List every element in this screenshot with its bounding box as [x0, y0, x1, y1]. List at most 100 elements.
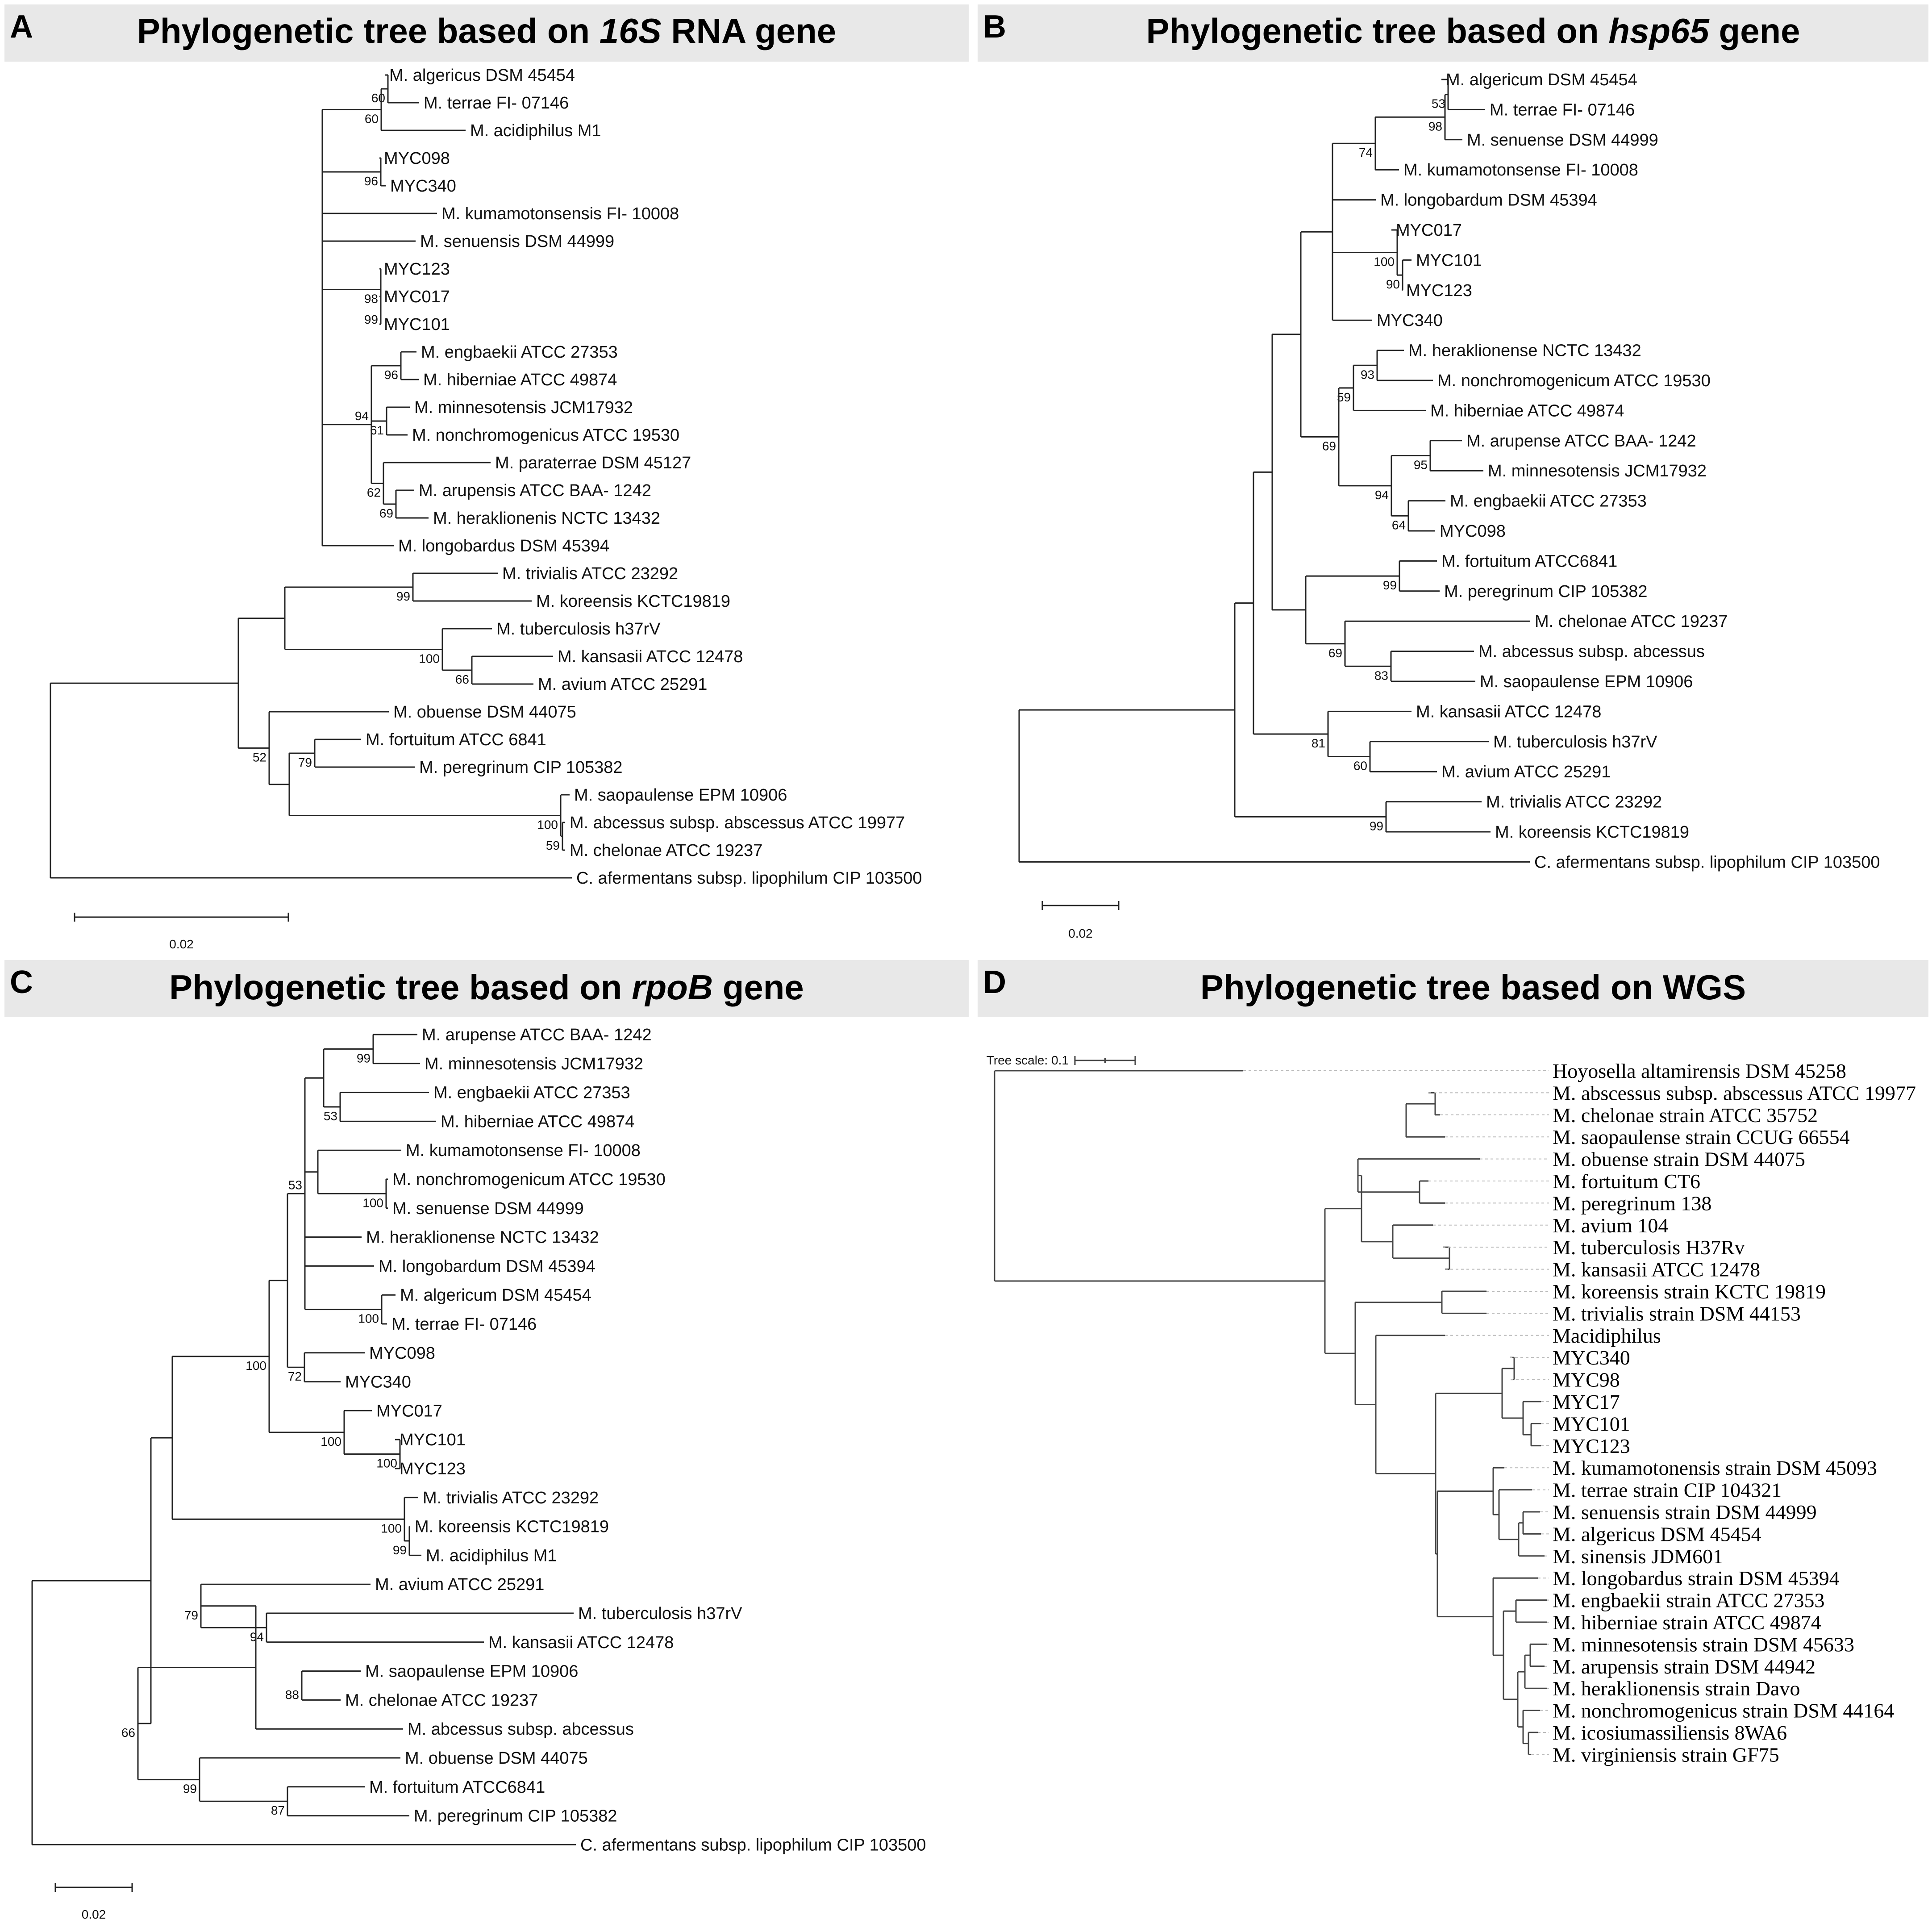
leaf-label: M. avium 104	[1553, 1214, 1668, 1237]
leaf-label: M. saopaulense EPM 10906	[574, 786, 787, 805]
panel-title-part: Phylogenetic tree based on	[137, 11, 600, 50]
bootstrap-value: 99	[393, 1543, 407, 1557]
bootstrap-value: 66	[455, 672, 469, 686]
bootstrap-value: 93	[1361, 367, 1374, 381]
leaf-label: M. peregrinum 138	[1553, 1192, 1711, 1214]
panel-title-part: Phylogenetic tree based on WGS	[1200, 968, 1746, 1007]
leaf-label: M. peregrinum CIP 105382	[414, 1807, 617, 1826]
leaf-label: M. engbaekii ATCC 27353	[1450, 492, 1647, 511]
leaf-label: M. kumamotonensis strain DSM 45093	[1553, 1456, 1877, 1479]
leaf-label: M. chelonae ATCC 19237	[345, 1691, 538, 1710]
leaf-label: M. trivialis ATCC 23292	[423, 1489, 599, 1507]
bootstrap-value: 94	[1375, 488, 1389, 502]
leaf-label: M. terrae FI- 07146	[424, 94, 569, 113]
leaf-label: MYC123	[400, 1460, 466, 1478]
leaf-label: M. algericus DSM 45454	[1553, 1523, 1761, 1545]
panel-title: Phylogenetic tree based on WGS	[1200, 968, 1746, 1007]
bootstrap-value: 79	[298, 755, 312, 769]
bootstrap-value: 99	[357, 1051, 371, 1065]
leaf-label: M. nonchromogenicum ATCC 19530	[392, 1170, 666, 1189]
leaf-label: M. nonchromogenicus ATCC 19530	[412, 426, 679, 445]
leaf-label: M. senuense DSM 44999	[1467, 131, 1658, 150]
leaf-label: MYC123	[1553, 1435, 1630, 1457]
leaf-label: M. abcessus subsp. abcessus	[1478, 643, 1705, 661]
leaf-label: M. sinensis JDM601	[1553, 1545, 1723, 1568]
bootstrap-value: 100	[321, 1435, 341, 1448]
leaf-label: M. chelonae ATCC 19237	[1535, 612, 1728, 631]
bootstrap-value: 81	[1312, 736, 1325, 750]
leaf-label: M. chelonae strain ATCC 35752	[1553, 1104, 1818, 1127]
leaf-label: MYC340	[390, 177, 456, 196]
leaf-label: M. obuense DSM 44075	[405, 1749, 588, 1768]
bootstrap-value: 99	[364, 313, 378, 326]
leaf-label: M. peregrinum CIP 105382	[1444, 582, 1648, 601]
bootstrap-value: 64	[1392, 518, 1406, 532]
leaf-label: M. kansasii ATCC 12478	[488, 1633, 674, 1652]
bootstrap-value: 99	[396, 589, 410, 603]
leaf-label: M. longobardum DSM 45394	[379, 1257, 595, 1276]
leaf-label: M. tuberculosis h37rV	[1493, 733, 1657, 751]
leaf-label: C. afermentans subsp. lipophilum CIP 103…	[576, 869, 922, 888]
leaf-label: M. trivialis ATCC 23292	[502, 564, 678, 583]
leaf-label: M. icosiumassiliensis 8WA6	[1553, 1721, 1787, 1744]
leaf-label: M. kumamotonsense FI- 10008	[406, 1141, 641, 1160]
leaf-label: M. senuensis DSM 44999	[420, 232, 614, 251]
leaf-label: M. koreensis KCTC19819	[1495, 823, 1689, 842]
panel-title: Phylogenetic tree based on hsp65 gene	[1146, 11, 1800, 50]
leaf-label: M. longobardum DSM 45394	[1380, 191, 1597, 210]
leaf-label: M. nonchromogenicum ATCC 19530	[1437, 371, 1711, 390]
panel-letter: A	[10, 9, 33, 45]
leaf-label: M. avium ATCC 25291	[375, 1575, 544, 1594]
leaf-label: M. abscessus subsp. abscessus ATCC 19977	[1553, 1081, 1916, 1104]
leaf-label: M. heraklionense NCTC 13432	[366, 1228, 599, 1247]
scale-label: Tree scale: 0.1	[987, 1053, 1069, 1067]
leaf-label: M. hiberniae strain ATCC 49874	[1553, 1611, 1821, 1634]
panel-title-bar	[978, 960, 1928, 1017]
leaf-label: M. heraklionenis NCTC 13432	[433, 509, 660, 528]
leaf-label: M. peregrinum CIP 105382	[419, 758, 623, 777]
scale-label: 0.02	[82, 1907, 106, 1921]
bootstrap-value: 100	[358, 1312, 379, 1326]
leaf-label: M. fortuitum ATCC 6841	[366, 730, 546, 749]
panel-title-part: Phylogenetic tree based on	[169, 968, 632, 1007]
leaf-label: M. senuense DSM 44999	[392, 1199, 584, 1218]
leaf-label: M. koreensis strain KCTC 19819	[1553, 1280, 1826, 1303]
leaf-label: M. arupensis ATCC BAA- 1242	[419, 481, 651, 500]
bootstrap-value: 100	[1374, 255, 1395, 269]
bootstrap-value: 90	[1386, 277, 1400, 291]
leaf-label: M. heraklionensis strain Davo	[1553, 1677, 1800, 1700]
leaf-label: M. kansasii ATCC 12478	[1416, 702, 1601, 721]
scale-label: 0.02	[169, 937, 194, 951]
panel-letter: D	[983, 964, 1006, 1000]
leaf-label: M. koreensis KCTC19819	[415, 1518, 609, 1536]
bootstrap-value: 53	[324, 1109, 337, 1123]
leaf-label: M. algericum DSM 45454	[1446, 71, 1637, 89]
leaf-label: MYC098	[1440, 522, 1506, 541]
panel-title-part: rpoB	[632, 968, 713, 1007]
bootstrap-value: 59	[546, 839, 560, 852]
panel-title-bar	[4, 4, 969, 62]
bootstrap-value: 99	[1370, 819, 1383, 833]
leaf-label: M. terrae FI- 07146	[391, 1315, 537, 1334]
leaf-label: M. longobardus strain DSM 45394	[1553, 1567, 1840, 1590]
leaf-label: M. obuense DSM 44075	[393, 703, 576, 722]
leaf-label: M. avium ATCC 25291	[1441, 763, 1611, 781]
leaf-label: M. tuberculosis H37Rv	[1553, 1236, 1745, 1259]
bootstrap-value: 72	[288, 1369, 302, 1383]
leaf-label: M. acidiphilus M1	[426, 1546, 557, 1565]
bootstrap-value: 96	[384, 368, 398, 382]
bootstrap-value: 62	[367, 486, 381, 500]
bootstrap-value: 98	[1428, 119, 1442, 133]
panel-title-bar	[4, 960, 969, 1017]
leaf-label: M. engbaekii ATCC 27353	[433, 1084, 630, 1102]
panel-title-part: hsp65	[1608, 11, 1710, 50]
leaf-label: MYC017	[384, 288, 450, 306]
panel-title-bar	[978, 4, 1928, 62]
leaf-label: M. fortuitum CT6	[1553, 1170, 1700, 1193]
bootstrap-value: 99	[1383, 578, 1397, 592]
leaf-label: M. kansasii ATCC 12478	[558, 647, 743, 666]
